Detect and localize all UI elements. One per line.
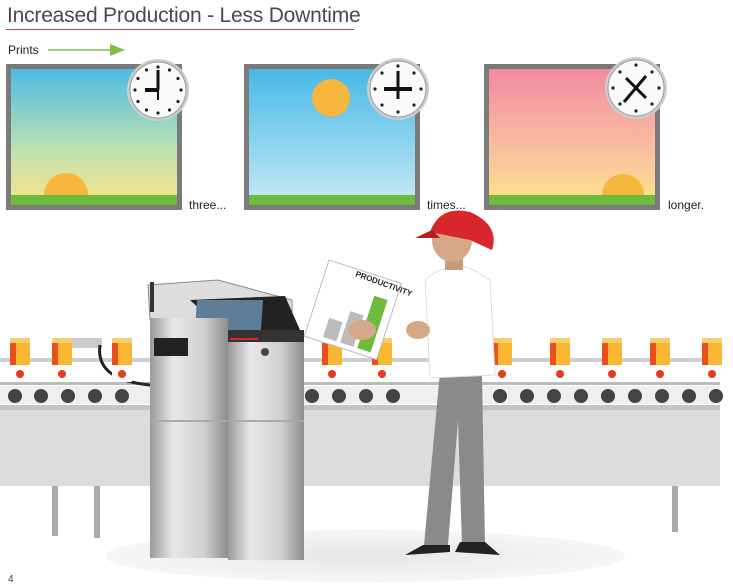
title-divider [6,29,354,30]
caption-longer: longer. [668,198,705,212]
page-title: Increased Production - Less Downtime [7,4,361,27]
clock-icon [367,58,429,120]
caption-times: times... [427,198,466,212]
clock-icon [127,59,189,121]
inkjet-printer [147,279,304,560]
page-number: 4 [8,574,14,585]
juice-cartons [10,338,722,382]
clock-icon [605,57,667,119]
sun-icon [312,79,350,117]
sun-icon [602,174,644,195]
caption-three: three... [189,198,227,212]
sun-icon [44,173,88,195]
arrow-right-icon [48,44,125,56]
worker [303,210,500,555]
prints-label: Prints [8,43,39,57]
